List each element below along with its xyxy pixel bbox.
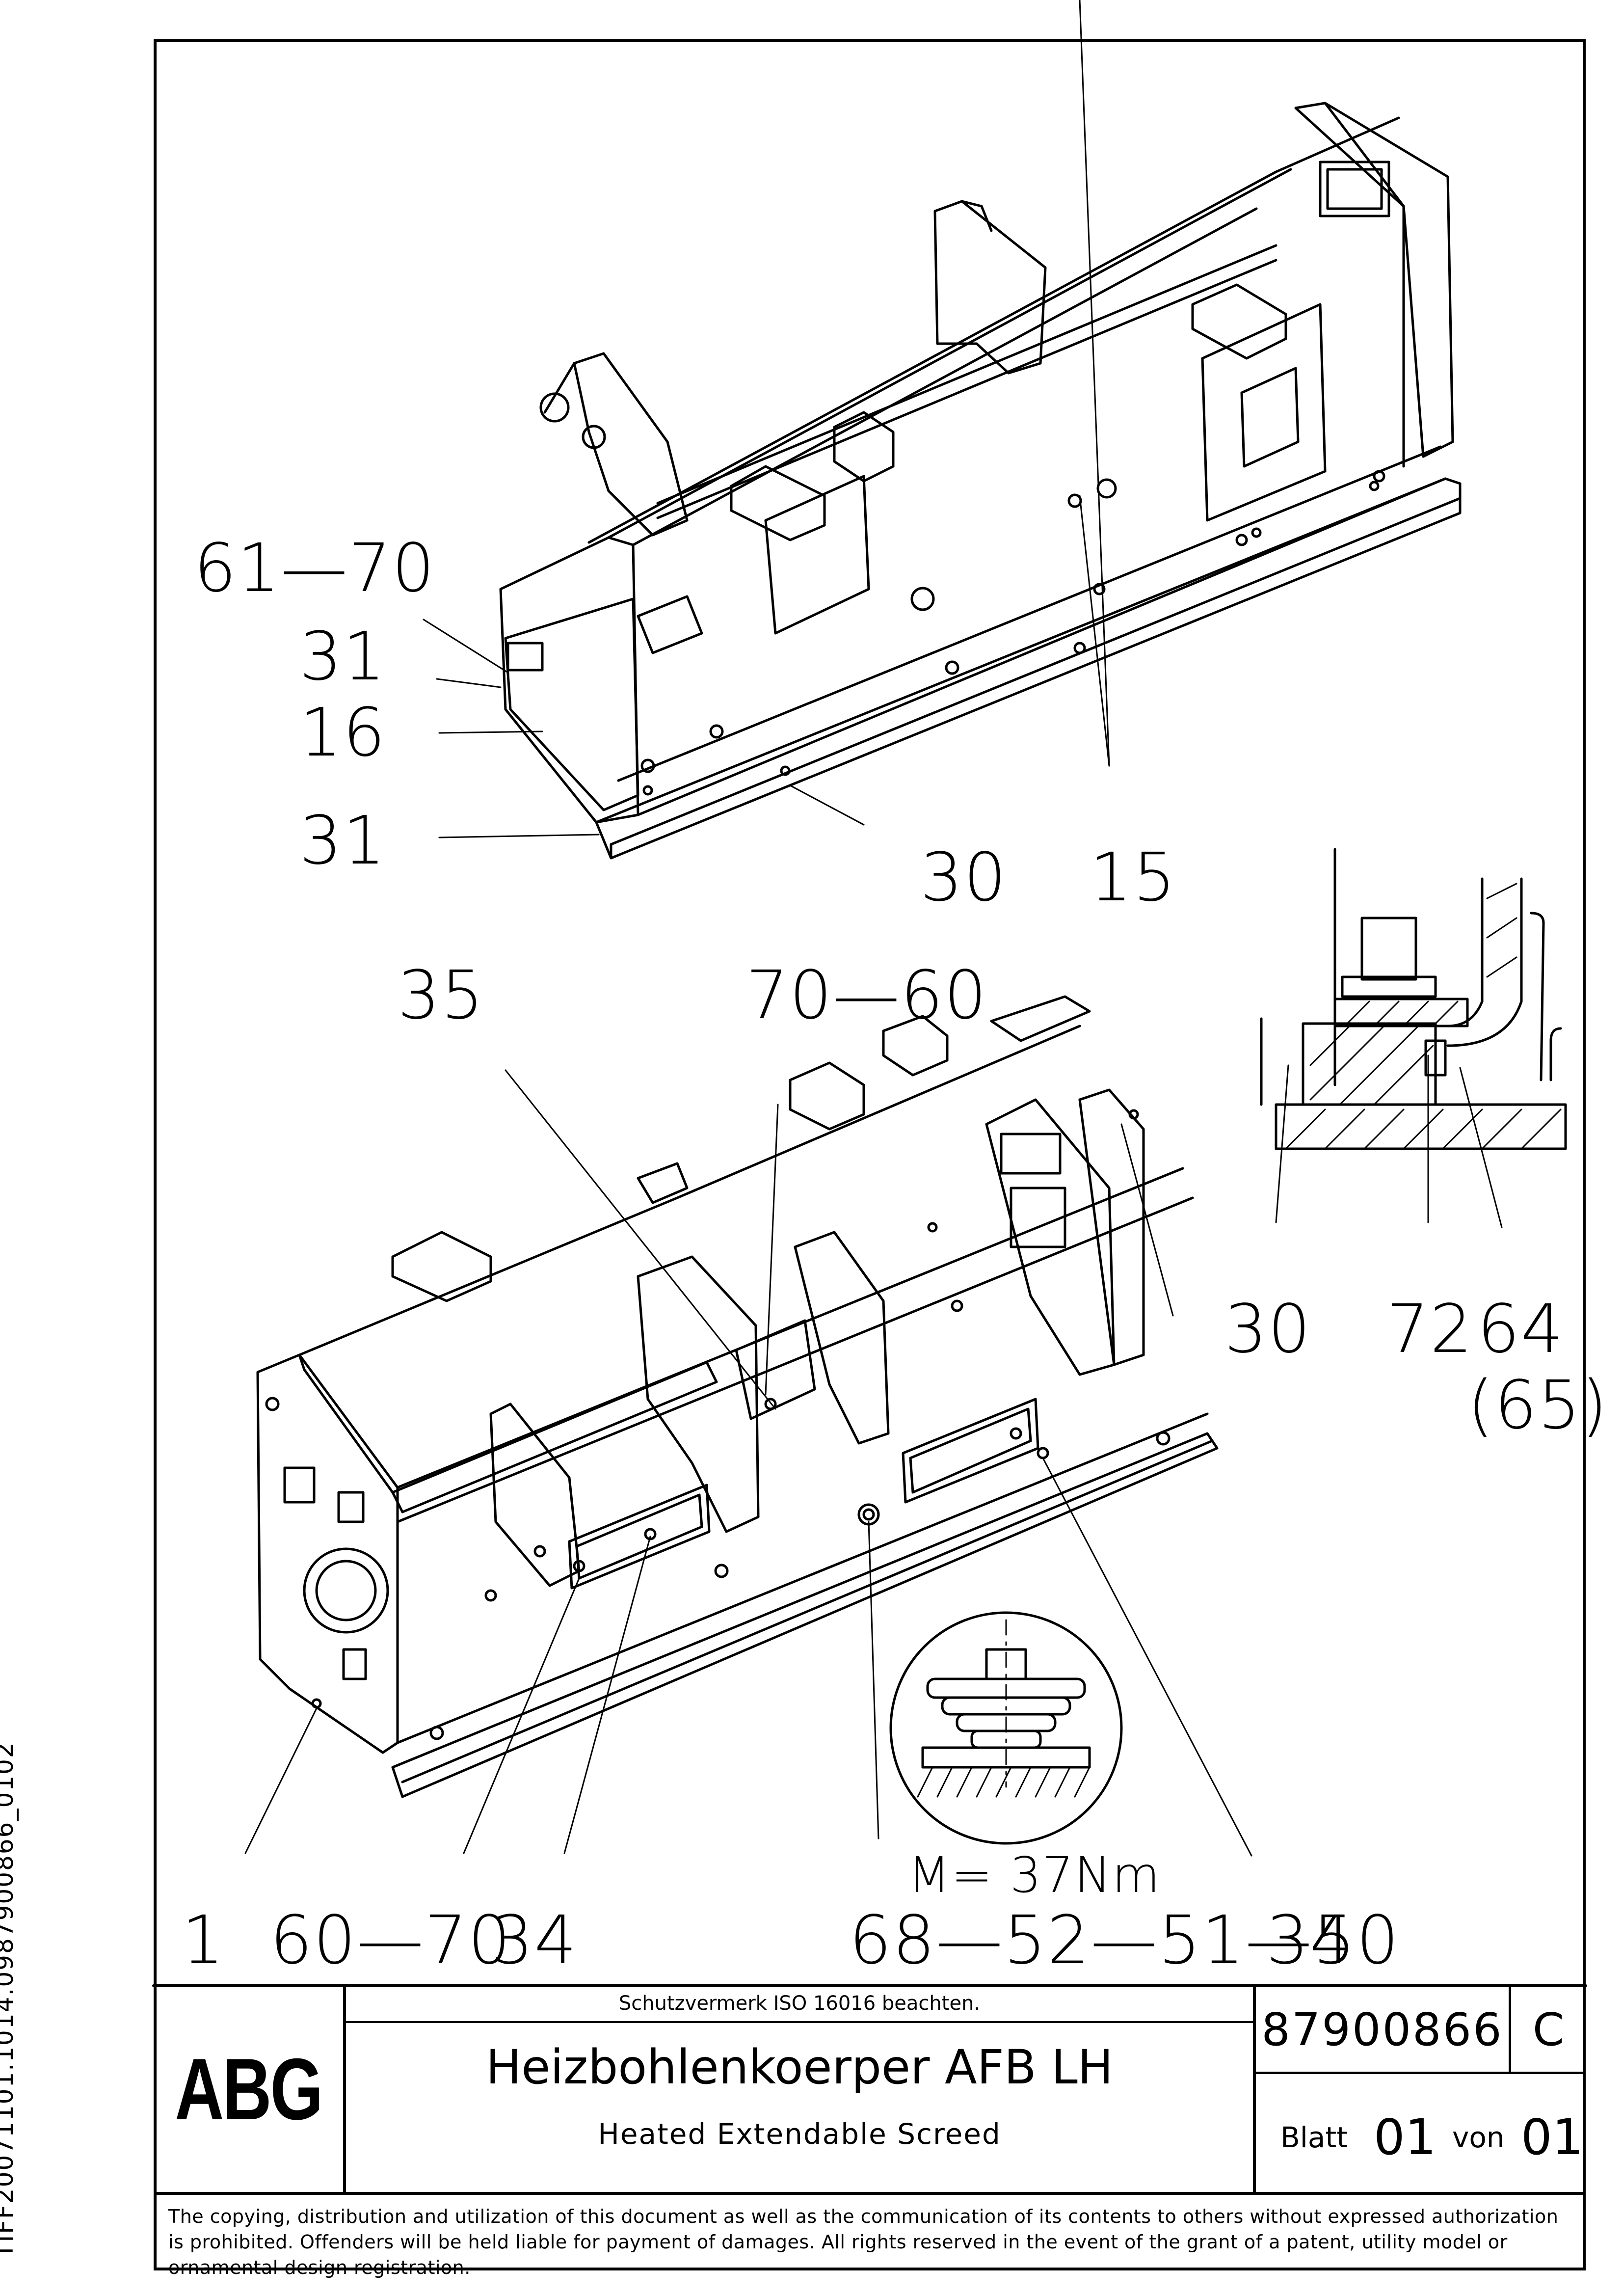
revision: C: [1511, 1986, 1586, 2074]
drawing-number: 87900866: [1256, 1986, 1511, 2074]
screed-body-bottom-view: [256, 995, 1219, 1798]
screed-body-top-view: [499, 102, 1462, 860]
section-detail: [1260, 848, 1567, 1228]
torque-detail: [889, 1611, 1123, 1845]
callout-31-b: 31: [299, 802, 387, 880]
callout-34-a: 34: [491, 1902, 578, 1979]
side-file-id: TIFF20071101.1014.0987900866_0102: [0, 1741, 19, 2258]
number-area: 87900866 C Blatt 01 von 01: [1253, 1986, 1586, 2192]
drawing-frame: [154, 39, 1586, 2270]
leader-lines-bottom: [244, 1069, 1252, 1857]
callout-30-top: 30: [920, 839, 1008, 917]
callout-70-60: 70—60: [746, 957, 988, 1034]
sheet-value: 01: [1374, 2108, 1437, 2166]
callout-15: 15: [1090, 839, 1177, 917]
drawing-subtitle: Heated Extendable Screed: [598, 2117, 1001, 2151]
callout-68-52-51-50: 68—52—51—50: [849, 1902, 1400, 1979]
of-value: 01: [1521, 2108, 1584, 2166]
callout-61-70: 61—70: [194, 530, 436, 607]
title-area: Schutzvermerk ISO 16016 beachten. Heizbo…: [346, 1986, 1253, 2192]
callout-34-b: 34: [1266, 1902, 1354, 1979]
sheet-label: Blatt: [1280, 2121, 1348, 2154]
abg-logo: ABG: [154, 1986, 346, 2192]
callout-16: 16: [299, 694, 387, 772]
callout-65: (65): [1467, 1367, 1609, 1444]
protection-note: Schutzvermerk ISO 16016 beachten.: [346, 1986, 1253, 2023]
of-label: von: [1452, 2121, 1505, 2154]
callout-60-70: 60—70: [270, 1902, 512, 1979]
sheet-info: Blatt 01 von 01: [1256, 2074, 1586, 2192]
callout-64: 64: [1477, 1291, 1565, 1368]
torque-label: M= 37Nm: [908, 1846, 1161, 1904]
callout-30-bottom: 30: [1224, 1291, 1312, 1368]
title-block: ABG Schutzvermerk ISO 16016 beachten. He…: [154, 1986, 1586, 2278]
callout-72: 72: [1386, 1291, 1474, 1368]
callout-31-a: 31: [299, 618, 387, 696]
leader-lines-top: [423, 0, 1110, 838]
copyright-notice: The copying, distribution and utilizatio…: [154, 2192, 1586, 2278]
callout-35: 35: [398, 957, 485, 1034]
callout-1: 1: [182, 1902, 225, 1979]
drawing-title: Heizbohlenkoerper AFB LH: [486, 2040, 1113, 2095]
